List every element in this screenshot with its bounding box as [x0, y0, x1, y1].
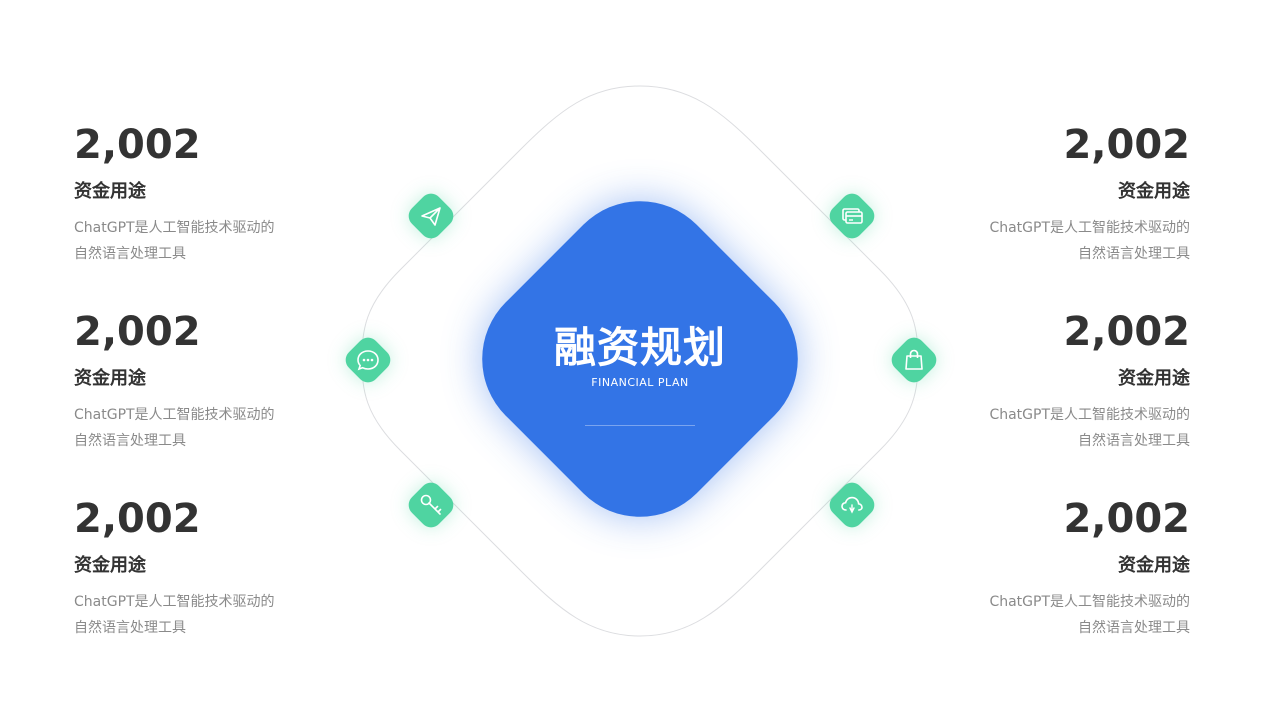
item-description: ChatGPT是人工智能技术驱动的 自然语言处理工具	[950, 589, 1190, 641]
item-number: 2,002	[74, 309, 201, 355]
item-number: 2,002	[1063, 122, 1190, 168]
item-title: 资金用途	[1118, 368, 1190, 389]
shopping-bag-icon	[905, 349, 923, 370]
chat-bubble-icon	[357, 350, 379, 371]
item-block-left-2: 2,002 资金用途 ChatGPT是人工智能技术驱动的 自然语言处理工具	[74, 309, 314, 454]
center-subtitle: FINANCIAL PLAN	[591, 376, 689, 389]
item-title: 资金用途	[1118, 555, 1190, 576]
item-block-left-1: 2,002 资金用途 ChatGPT是人工智能技术驱动的 自然语言处理工具	[74, 122, 314, 267]
item-description-line-1: ChatGPT是人工智能技术驱动的	[74, 594, 275, 610]
item-description: ChatGPT是人工智能技术驱动的 自然语言处理工具	[74, 589, 314, 641]
item-block-right-3: 2,002 资金用途 ChatGPT是人工智能技术驱动的 自然语言处理工具	[950, 496, 1190, 641]
item-description-line-2: 自然语言处理工具	[74, 433, 186, 449]
cloud-icon	[841, 496, 863, 514]
item-number: 2,002	[1063, 309, 1190, 355]
item-block-right-2: 2,002 资金用途 ChatGPT是人工智能技术驱动的 自然语言处理工具	[950, 309, 1190, 454]
center-divider	[585, 425, 695, 426]
item-block-left-3: 2,002 资金用途 ChatGPT是人工智能技术驱动的 自然语言处理工具	[74, 496, 314, 641]
item-description-line-2: 自然语言处理工具	[74, 620, 186, 636]
item-description-line-2: 自然语言处理工具	[1078, 620, 1190, 636]
item-description: ChatGPT是人工智能技术驱动的 自然语言处理工具	[74, 215, 314, 267]
item-description-line-1: ChatGPT是人工智能技术驱动的	[989, 594, 1190, 610]
item-description-line-1: ChatGPT是人工智能技术驱动的	[989, 407, 1190, 423]
item-description: ChatGPT是人工智能技术驱动的 自然语言处理工具	[950, 215, 1190, 267]
credit-card-icon	[842, 208, 863, 224]
item-description-line-2: 自然语言处理工具	[1078, 246, 1190, 262]
item-description-line-1: ChatGPT是人工智能技术驱动的	[989, 220, 1190, 236]
item-title: 资金用途	[74, 181, 146, 202]
item-title: 资金用途	[1118, 181, 1190, 202]
item-description-line-1: ChatGPT是人工智能技术驱动的	[74, 407, 275, 423]
center-title: 融资规划	[553, 323, 726, 372]
item-title: 资金用途	[74, 368, 146, 389]
item-number: 2,002	[1063, 496, 1190, 542]
item-description-line-1: ChatGPT是人工智能技术驱动的	[74, 220, 275, 236]
item-description-line-2: 自然语言处理工具	[74, 246, 186, 262]
item-description: ChatGPT是人工智能技术驱动的 自然语言处理工具	[74, 402, 314, 454]
item-description: ChatGPT是人工智能技术驱动的 自然语言处理工具	[950, 402, 1190, 454]
item-number: 2,002	[74, 122, 201, 168]
item-number: 2,002	[74, 496, 201, 542]
paper-plane-icon	[421, 207, 441, 226]
item-title: 资金用途	[74, 555, 146, 576]
item-description-line-2: 自然语言处理工具	[1078, 433, 1190, 449]
item-block-right-1: 2,002 资金用途 ChatGPT是人工智能技术驱动的 自然语言处理工具	[950, 122, 1190, 267]
center-text: 融资规划 FINANCIAL PLAN	[540, 322, 740, 390]
key-icon	[420, 494, 442, 515]
